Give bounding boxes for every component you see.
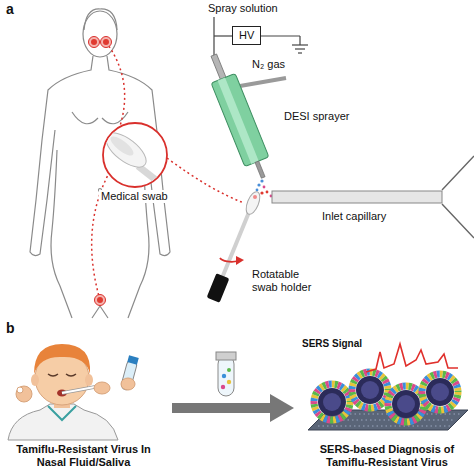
virus-particle xyxy=(314,384,350,420)
human-outline xyxy=(51,150,72,318)
person-illustration xyxy=(17,387,23,393)
swab-in-holder xyxy=(207,273,230,302)
sample-tube xyxy=(218,356,234,396)
process-arrow xyxy=(172,394,294,422)
wiring xyxy=(299,36,300,45)
human-outline xyxy=(84,9,117,30)
box-text: HV xyxy=(239,29,254,42)
panel-letter: b xyxy=(4,320,17,336)
wiring xyxy=(292,44,308,45)
sampling-spot xyxy=(89,37,100,48)
sample-tube xyxy=(216,352,236,360)
spray-plume xyxy=(256,189,259,192)
part-label: Inlet capillary xyxy=(320,210,388,223)
virus-particle xyxy=(352,372,388,408)
sampling-spot xyxy=(103,39,109,45)
magnifier xyxy=(100,123,175,195)
person-illustration xyxy=(127,355,138,364)
process-arrow xyxy=(172,403,272,413)
wiring xyxy=(214,17,308,58)
sample-tube xyxy=(221,385,225,389)
magnifier xyxy=(100,127,151,174)
magnifier xyxy=(108,133,136,158)
wiring xyxy=(213,17,214,58)
virus-particle xyxy=(422,374,458,410)
swab-in-holder xyxy=(236,256,244,265)
sample-tube xyxy=(216,352,236,396)
spray-plume xyxy=(263,186,266,189)
virus-particle xyxy=(314,372,458,422)
caption-label: Tamiflu-Resistant Virus In Nasal Fluid/S… xyxy=(4,443,163,468)
person-illustration xyxy=(48,374,76,376)
wiring xyxy=(258,35,300,36)
person-illustration xyxy=(94,382,110,394)
part-label: DESI sprayer xyxy=(282,110,351,123)
process-arrow xyxy=(270,394,294,422)
power-supply-box: HV xyxy=(232,26,261,45)
swab-in-holder xyxy=(243,190,262,216)
inlet-capillary xyxy=(442,156,474,238)
sample-tube xyxy=(227,380,231,384)
human-outline xyxy=(83,11,117,57)
human-outline xyxy=(92,306,108,318)
signal-label: SERS Signal xyxy=(300,338,364,350)
spray-plume xyxy=(260,191,263,194)
person-illustration xyxy=(85,374,93,386)
person-illustration xyxy=(31,374,39,386)
person-illustration xyxy=(8,404,118,440)
person-illustration xyxy=(121,378,135,390)
human-outline xyxy=(30,9,170,318)
human-outline xyxy=(72,112,98,124)
wiring xyxy=(214,35,234,36)
spray-plume xyxy=(257,183,260,186)
desi-sprayer xyxy=(218,78,259,164)
inlet-capillary xyxy=(272,156,474,238)
part-label: Spray solution xyxy=(206,2,280,15)
caption-label: SERS-based Diagnosis of Tamiflu-Resistan… xyxy=(300,443,474,468)
human-outline xyxy=(102,112,128,124)
person-illustration xyxy=(48,406,76,420)
panel-letter: a xyxy=(4,1,16,17)
swab-in-holder xyxy=(253,195,257,199)
dotted-leader xyxy=(167,158,244,203)
desi-sprayer xyxy=(255,161,265,178)
sers-spectrum xyxy=(366,344,458,372)
magnifier xyxy=(100,127,175,195)
swab-in-holder xyxy=(207,273,230,302)
dotted-leader xyxy=(106,42,125,126)
sampling-spot xyxy=(95,295,106,306)
sampling-spot xyxy=(97,297,103,303)
spray-plume xyxy=(266,191,269,194)
wiring xyxy=(295,48,305,49)
part-label: Rotatable swab holder xyxy=(250,268,326,293)
person-illustration xyxy=(34,344,90,374)
wiring xyxy=(298,52,302,53)
gas-tube xyxy=(240,78,286,86)
desi-sprayer xyxy=(211,73,269,166)
inlet-capillary xyxy=(272,191,442,203)
swab-in-holder xyxy=(220,258,238,262)
person-illustration xyxy=(16,386,32,402)
sample-tube xyxy=(222,374,226,378)
human-outline xyxy=(30,56,93,256)
part-label: Medical swab xyxy=(99,190,170,203)
person-illustration xyxy=(8,344,139,440)
sampling-spot xyxy=(91,39,97,45)
sampling-spot xyxy=(101,37,112,48)
spray-plume xyxy=(260,179,263,182)
sample-tube xyxy=(227,368,231,372)
part-label: N₂ gas xyxy=(250,58,287,71)
